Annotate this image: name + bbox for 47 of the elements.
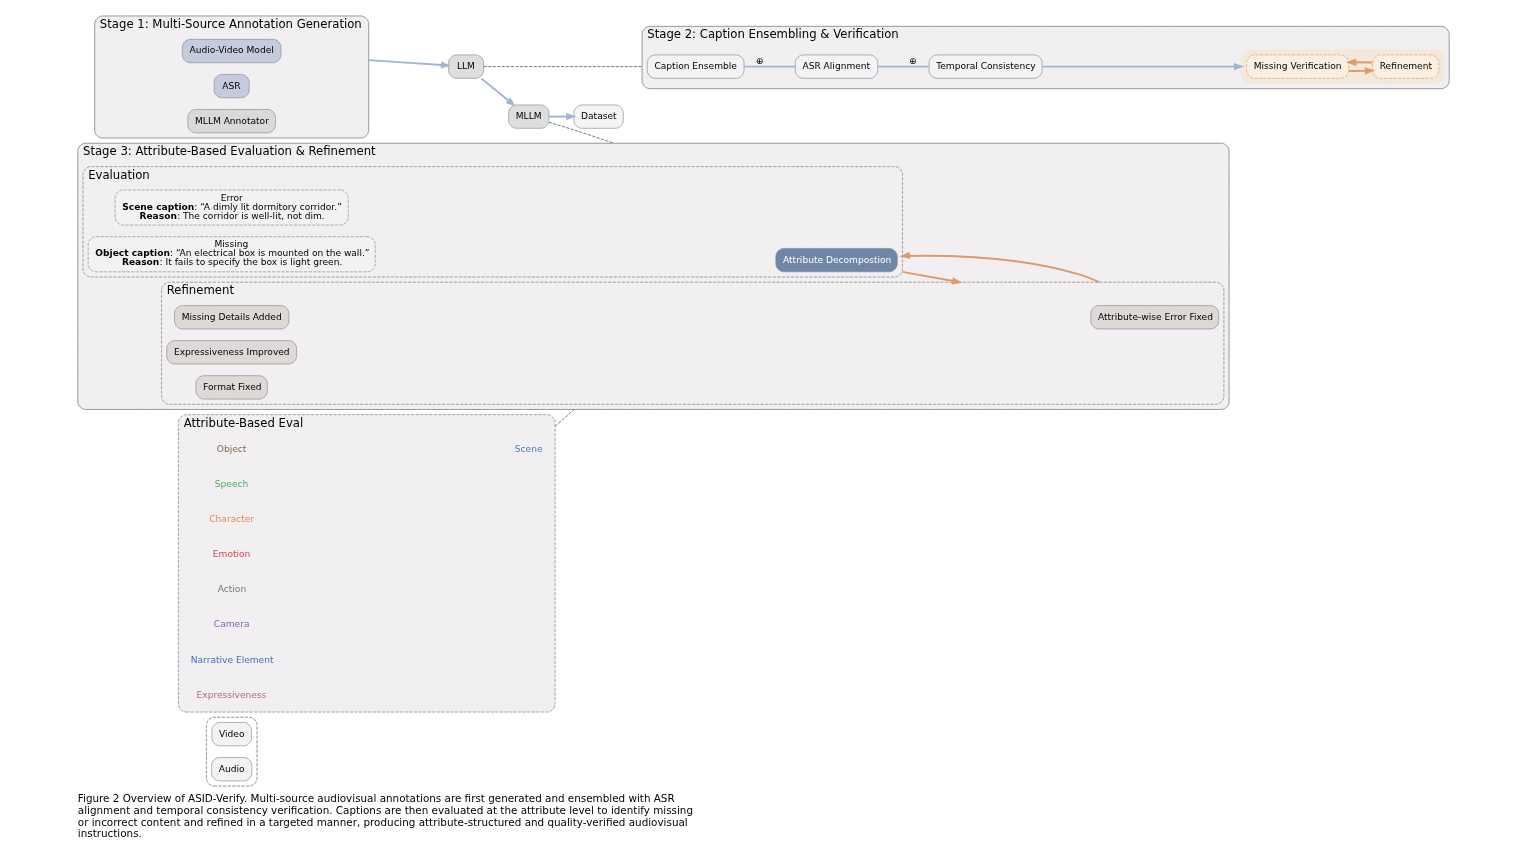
node-box: Missing Object caption: “An electrical box is mounted on the wall.” Reason: It fails to specify the box is light green. [87,236,375,273]
cluster [205,716,257,787]
node-box: Audio [210,757,252,782]
arrow [367,59,451,69]
connector [554,409,575,427]
edge-label: ⊕ [755,56,763,67]
arrow [547,112,577,121]
label: Object [216,444,246,455]
node-box: Format Fixed [195,375,268,400]
node-box: Attribute Decompostion [775,248,898,273]
node-box: Missing Verification [1245,54,1349,79]
node-box: ASR [213,74,250,99]
connector [482,66,642,67]
arrow [899,251,1100,284]
cluster [1240,49,1444,84]
caption: Figure 2 Overview of ASID-Verify. Multi-source audiovisual annotations are first generated and ensembled with ASR alignment and temporal consistency verification. Captions are then evaluated at the attribute level to identify missing or incorrect content and refined in a targeted manner, producing attribute-structured and quality-verified audiovisual instructions. [77,792,693,840]
node-box: Video [211,722,252,747]
label: Action [217,584,246,595]
arrow [1347,67,1375,75]
arrow [1345,58,1373,66]
node-box: MLLM Annotator [187,109,276,134]
node-box: Dataset [573,104,624,129]
node-box: Refinement [1371,54,1439,79]
arrow [1040,62,1244,71]
node-box: Caption Ensemble [646,54,744,79]
node-box: MLLM [507,104,549,129]
node-box: Audio-Video Model [181,39,281,64]
label: Emotion [212,549,250,560]
edge-label: ⊕ [908,56,917,67]
arrow [901,270,963,285]
label: Expressiveness [196,689,266,700]
connector [742,65,796,68]
connector [876,65,930,68]
node-box: Expressiveness Improved [165,340,297,365]
arrow [479,77,516,107]
label: Character [208,514,254,525]
node-box: Attribute-wise Error Fixed [1089,305,1219,330]
node-box: Error Scene caption: “A dimly lit dormitory corridor.” Reason: The corridor is well-lit, not dim. [114,189,349,226]
node-box: Missing Details Added [173,305,289,330]
label: Narrative Element [190,654,274,665]
label: Scene [514,444,542,455]
connector [548,121,614,144]
node-box: ASR Alignment [794,54,878,79]
label: Camera [213,619,249,630]
node-box: LLM [447,54,484,79]
label: Speech [214,479,248,490]
node-box: Temporal Consistency [928,54,1042,79]
